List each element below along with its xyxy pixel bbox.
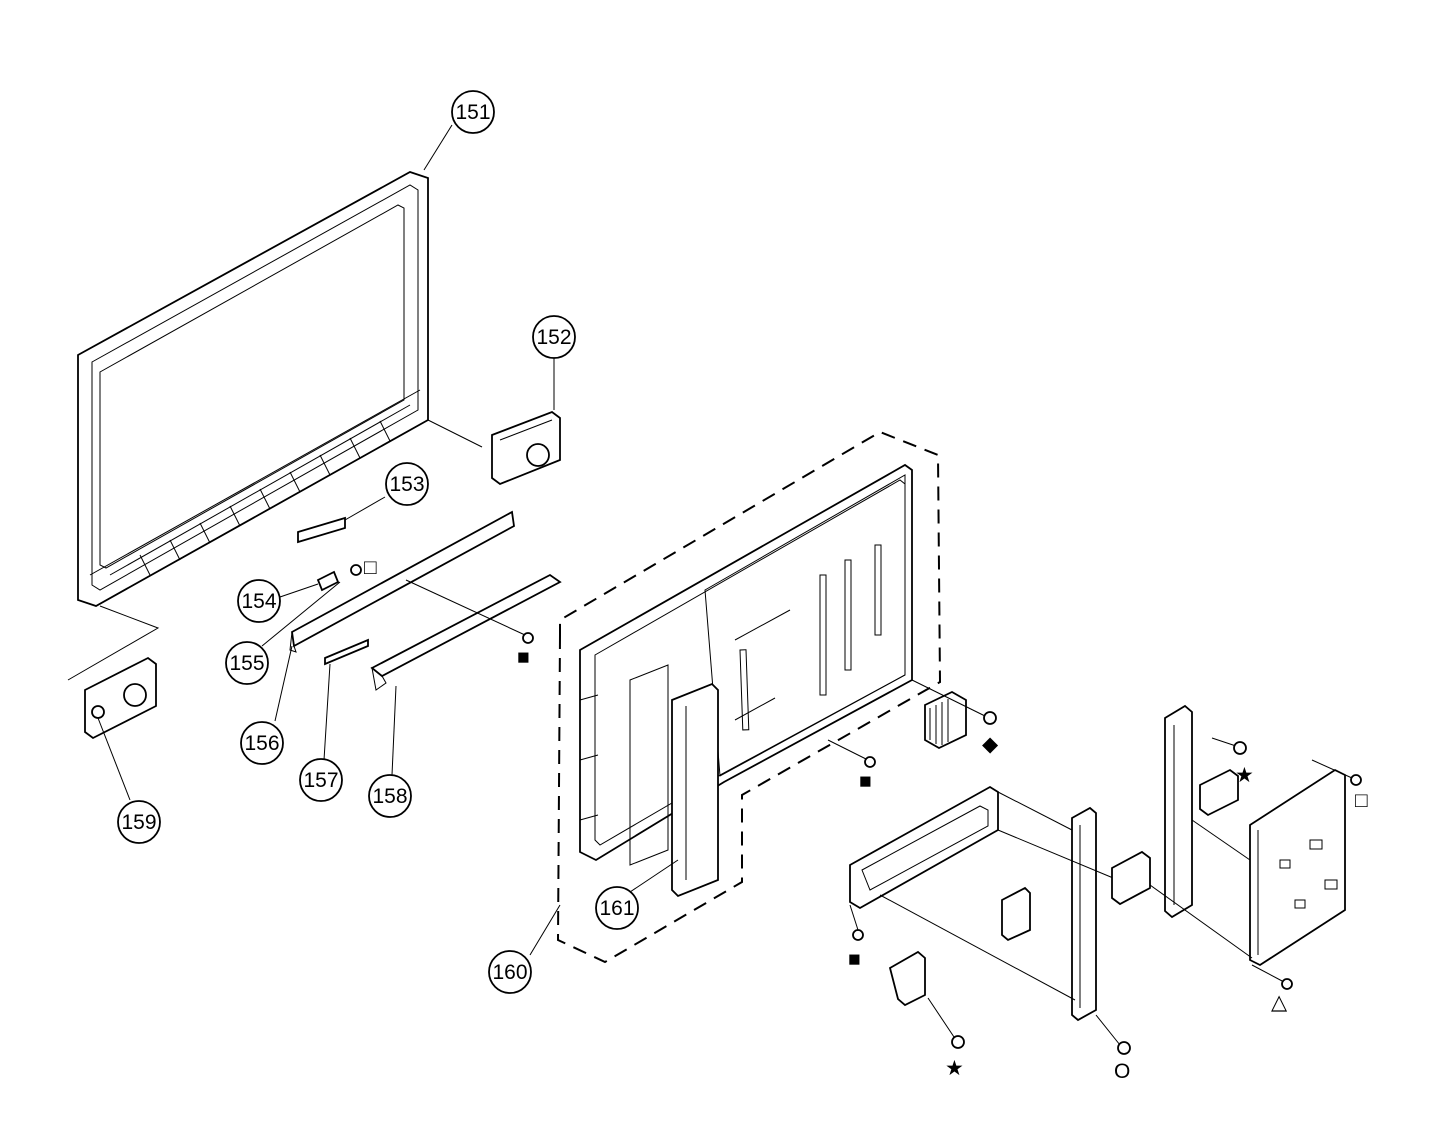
part-number-158: 158	[372, 785, 407, 808]
callout-161: 161	[595, 886, 639, 930]
small-bracket-lower	[888, 950, 926, 1007]
symbol-open-square-icon: □	[364, 556, 377, 579]
callout-159: 159	[117, 800, 161, 844]
callout-153: 153	[385, 462, 429, 506]
part-number-152: 152	[536, 326, 571, 349]
part-number-157: 157	[303, 769, 338, 792]
symbol-triangle-icon: △	[1271, 991, 1288, 1014]
clip-154	[316, 570, 340, 592]
screw-icon	[951, 1035, 965, 1049]
screw-icon	[864, 756, 876, 768]
screw-icon	[1281, 978, 1293, 990]
bezel-bottom-detail	[139, 420, 391, 576]
symbol-diamond-icon: ◆	[982, 733, 999, 756]
part-number-154: 154	[241, 590, 276, 613]
screw-icon	[522, 632, 534, 644]
screw-icon	[1350, 774, 1362, 786]
main-board	[1249, 768, 1346, 967]
callout-154: 154	[237, 579, 281, 623]
front-bezel-151	[77, 171, 429, 607]
vertical-rail-right	[1164, 704, 1193, 919]
screw-icon	[1233, 741, 1247, 755]
part-number-161: 161	[599, 897, 634, 920]
callout-158: 158	[368, 774, 412, 818]
part-number-156: 156	[244, 732, 279, 755]
part-number-155: 155	[229, 652, 264, 675]
part-number-159: 159	[121, 811, 156, 834]
symbol-filled-square-icon: ■	[517, 646, 530, 669]
callout-156: 156	[240, 721, 284, 765]
part-number-151: 151	[455, 101, 490, 124]
callout-160: 160	[488, 950, 532, 994]
callout-157: 157	[299, 758, 343, 802]
strip-153	[297, 516, 346, 544]
symbol-star-icon: ★	[1235, 764, 1254, 787]
assembly-boundary-160	[556, 430, 942, 964]
bar-158	[370, 573, 562, 691]
symbol-open-square-icon: □	[1355, 789, 1368, 812]
symbol-star-icon: ★	[945, 1057, 964, 1080]
callout-151: 151	[451, 90, 495, 134]
callout-152: 152	[532, 315, 576, 359]
callout-155: 155	[225, 641, 269, 685]
part-number-153: 153	[389, 473, 424, 496]
speaker-159	[84, 656, 157, 740]
bracket-156	[289, 510, 515, 653]
symbol-filled-square-icon: ■	[859, 770, 872, 793]
plate-157	[324, 638, 369, 666]
lower-frame	[849, 785, 999, 910]
small-bracket-top	[1199, 768, 1239, 817]
small-bracket-middle	[1001, 886, 1031, 942]
screw-icon	[983, 711, 997, 725]
board-161	[629, 664, 719, 898]
screw-icon	[350, 564, 362, 576]
part-number-160: 160	[492, 961, 527, 984]
screw-icon	[1117, 1041, 1131, 1055]
vertical-rail-left	[1071, 806, 1097, 1022]
small-bracket-right	[1111, 850, 1151, 906]
symbol-circle-icon: O	[1114, 1060, 1130, 1083]
speaker-152	[491, 410, 561, 486]
symbol-filled-square-icon: ■	[848, 948, 861, 971]
heatsink	[924, 690, 967, 750]
screw-icon	[852, 929, 864, 941]
